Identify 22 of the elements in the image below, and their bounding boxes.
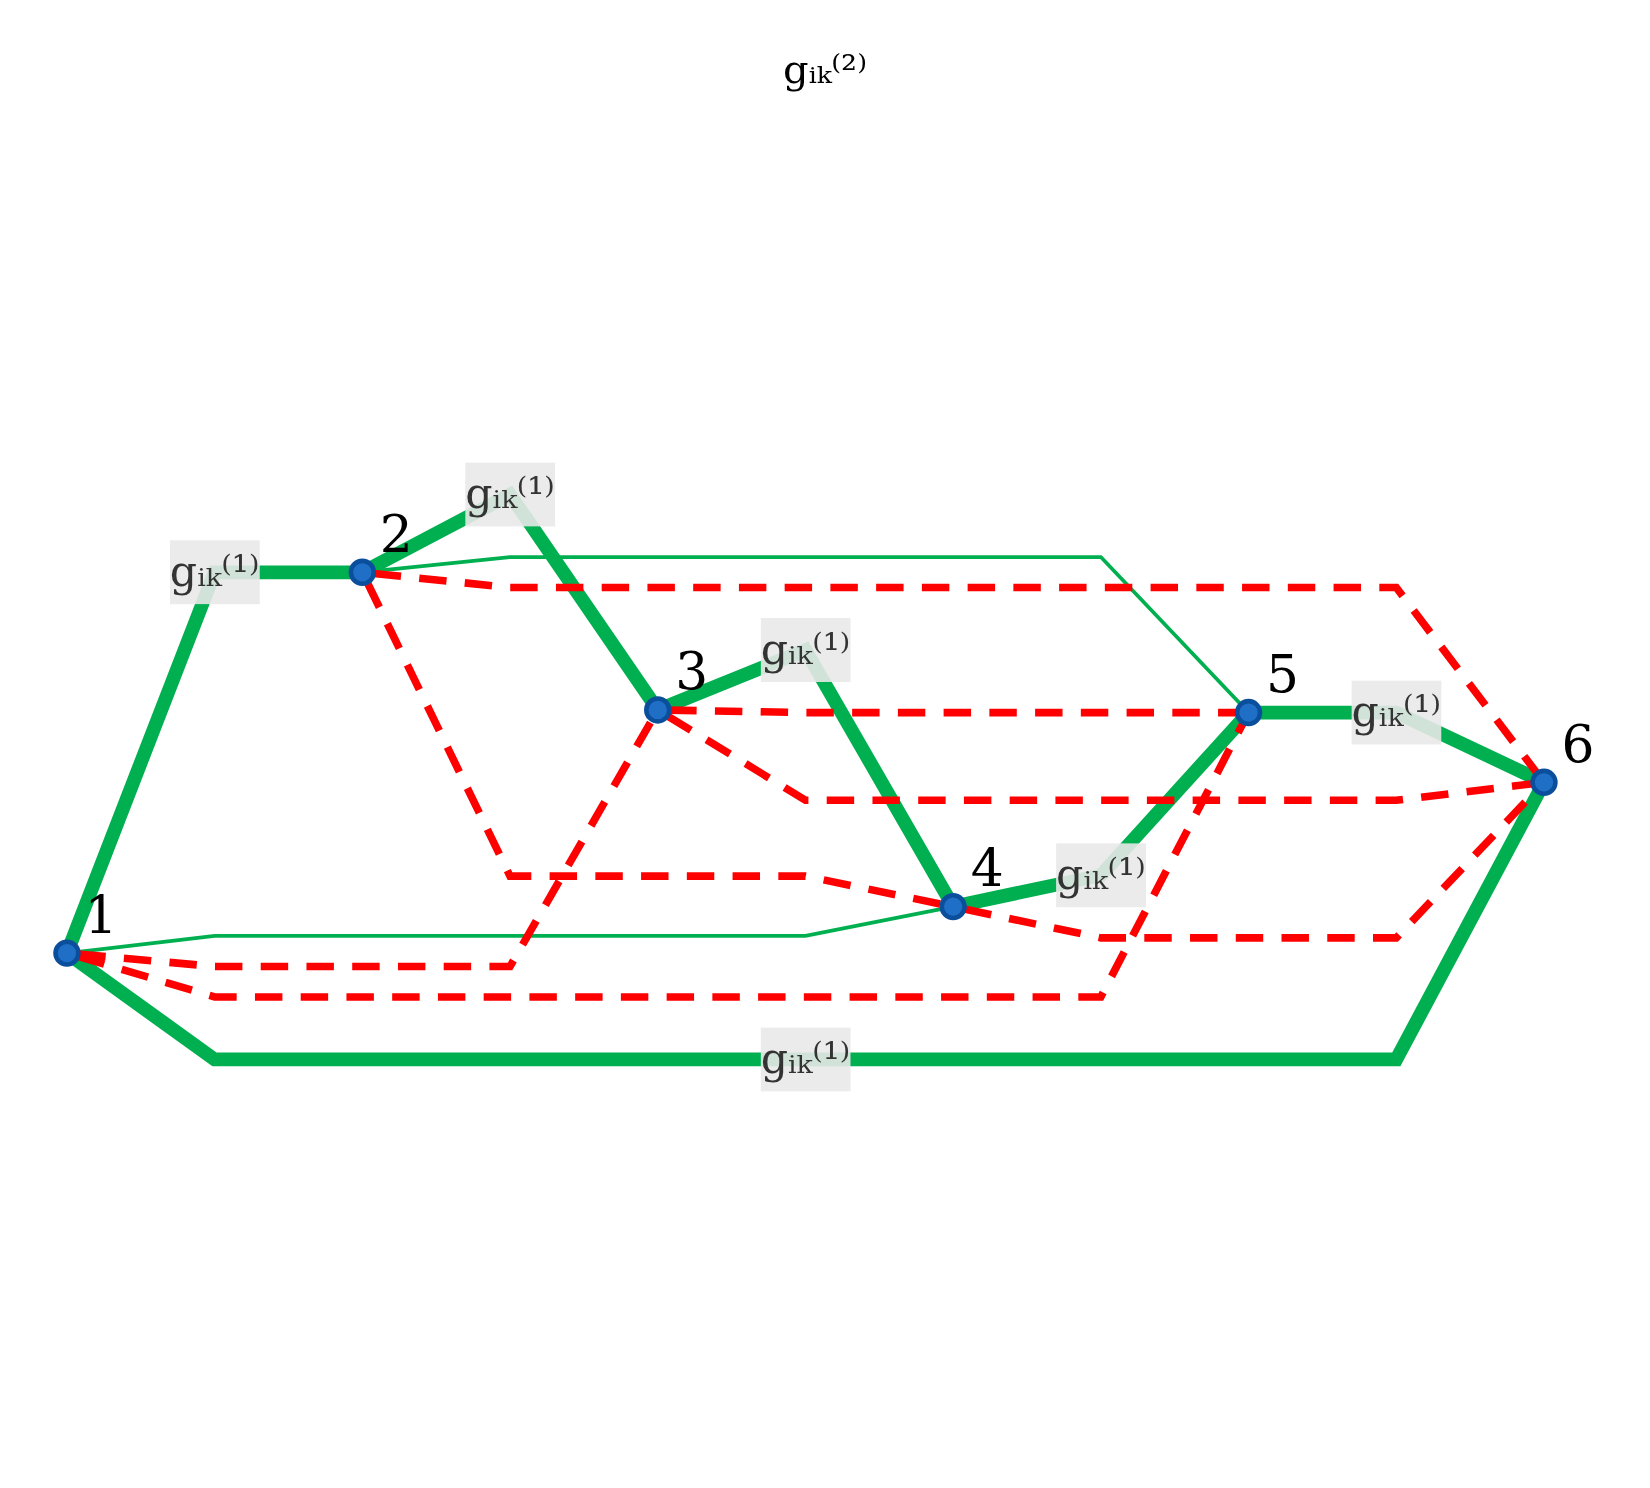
node-circle xyxy=(644,696,672,724)
edge-label: gᵢₖ⁽¹⁾ xyxy=(760,1033,851,1084)
node-number: 3 xyxy=(675,641,709,702)
edge-label: gᵢₖ⁽¹⁾ xyxy=(1056,849,1146,900)
edge-label-text: gᵢₖ⁽²⁾ xyxy=(783,46,867,92)
connector xyxy=(363,580,943,909)
node-circle xyxy=(1530,768,1558,797)
node-number: 6 xyxy=(1561,713,1595,774)
edge-label: gᵢₖ⁽¹⁾ xyxy=(465,468,555,519)
node-number: 2 xyxy=(379,503,413,564)
node-circle xyxy=(939,892,967,921)
node-number: 4 xyxy=(970,838,1004,898)
connector xyxy=(72,789,1545,1067)
node-circle xyxy=(348,558,377,587)
node-number: 5 xyxy=(1266,644,1300,704)
connector xyxy=(665,712,1534,805)
node-circle xyxy=(53,939,81,967)
edge-label: gᵢₖ⁽¹⁾ xyxy=(1351,686,1442,737)
edge-label: gᵢₖ⁽¹⁾ xyxy=(169,546,260,597)
node-circle xyxy=(1234,698,1263,727)
node-number: 1 xyxy=(84,884,118,945)
edge-label: gᵢₖ⁽¹⁾ xyxy=(760,624,851,675)
